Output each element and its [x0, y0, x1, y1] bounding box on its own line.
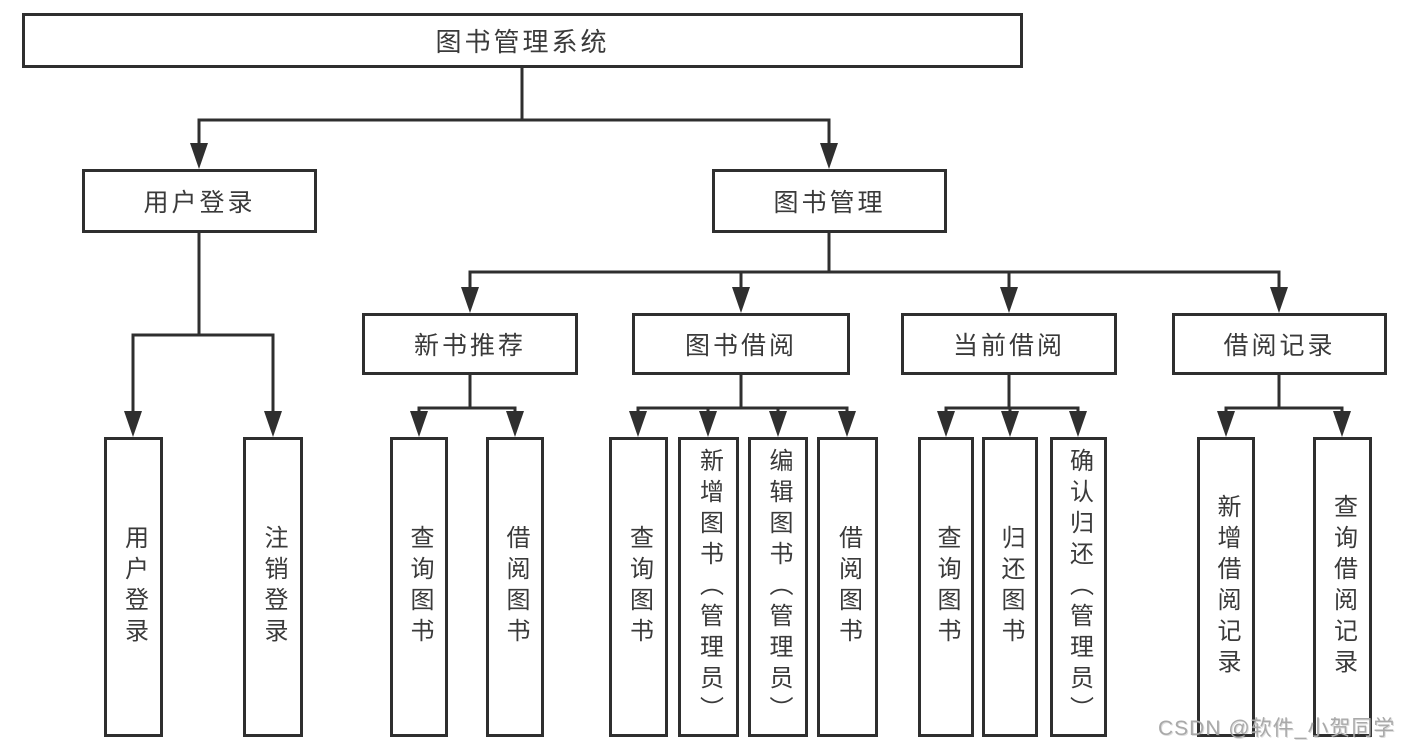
leaf-user-login: 用户登录	[104, 437, 163, 737]
root-node: 图书管理系统	[22, 13, 1023, 68]
leaf-borrow-books: 借阅图书	[817, 437, 878, 737]
branch-book-borrow: 图书借阅	[632, 313, 850, 375]
leaf-query-books-recommend: 查询图书	[390, 437, 448, 737]
leaf-logout: 注销登录	[243, 437, 303, 737]
branch-book-borrow-label: 图书借阅	[684, 332, 797, 360]
branch-new-book-recommend-label: 新书推荐	[413, 332, 526, 360]
leaf-query-books-borrow: 查询图书	[609, 437, 668, 737]
leaf-confirm-return-admin: 确认归还（管理员）	[1050, 437, 1107, 737]
leaf-logout-label: 注销登录	[260, 525, 287, 649]
branch-new-book-recommend: 新书推荐	[362, 313, 578, 375]
leaf-add-borrow-record: 新增借阅记录	[1197, 437, 1255, 737]
branch-book-management-label: 图书管理	[773, 189, 886, 217]
leaf-edit-books-admin-label: 编辑图书（管理员）	[765, 447, 792, 727]
leaf-query-books-current-label: 查询图书	[933, 525, 960, 649]
leaf-confirm-return-admin-label: 确认归还（管理员）	[1065, 447, 1093, 727]
leaf-add-borrow-record-label: 新增借阅记录	[1213, 494, 1240, 680]
leaf-return-books: 归还图书	[982, 437, 1038, 737]
leaf-borrow-books-recommend: 借阅图书	[486, 437, 544, 737]
leaf-borrow-books-label: 借阅图书	[834, 525, 862, 649]
branch-current-borrow: 当前借阅	[901, 313, 1117, 375]
leaf-query-borrow-record: 查询借阅记录	[1313, 437, 1372, 737]
root-node-label: 图书管理系统	[435, 27, 610, 57]
leaf-add-books-admin: 新增图书（管理员）	[678, 437, 739, 737]
branch-user-login: 用户登录	[82, 169, 317, 233]
leaf-query-books-borrow-label: 查询图书	[625, 525, 653, 649]
leaf-add-books-admin-label: 新增图书（管理员）	[695, 447, 723, 727]
leaf-query-books-recommend-label: 查询图书	[406, 525, 433, 649]
leaf-edit-books-admin: 编辑图书（管理员）	[748, 437, 808, 737]
leaf-query-books-current: 查询图书	[918, 437, 974, 737]
branch-book-management: 图书管理	[712, 169, 947, 233]
branch-current-borrow-label: 当前借阅	[952, 332, 1065, 360]
leaf-borrow-books-recommend-label: 借阅图书	[502, 525, 529, 649]
branch-user-login-label: 用户登录	[143, 189, 256, 217]
leaf-user-login-label: 用户登录	[120, 525, 148, 649]
branch-borrow-records-label: 借阅记录	[1223, 332, 1336, 360]
branch-borrow-records: 借阅记录	[1172, 313, 1387, 375]
leaf-query-borrow-record-label: 查询借阅记录	[1329, 494, 1357, 680]
leaf-return-books-label: 归还图书	[997, 525, 1024, 649]
